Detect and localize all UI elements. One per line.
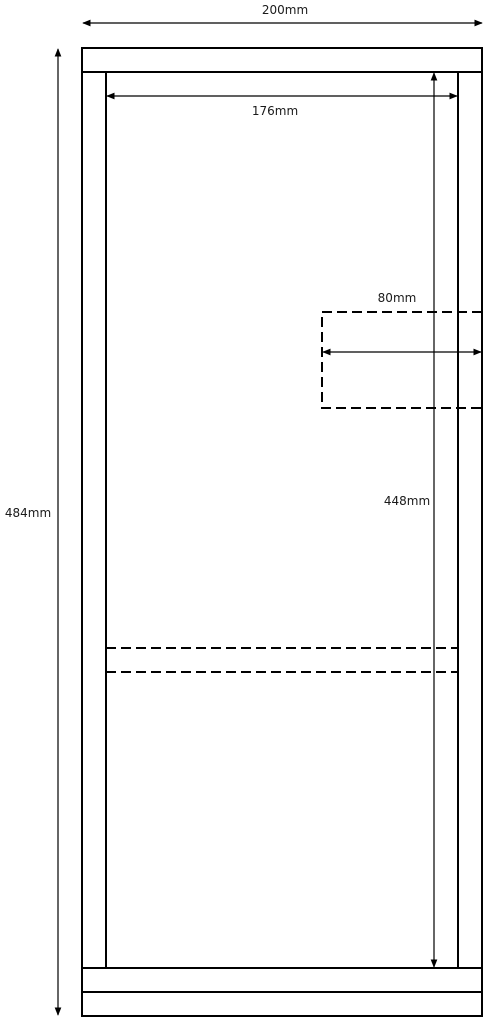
outer-width-label: 200mm — [262, 3, 308, 17]
inner-height-label: 448mm — [384, 494, 430, 508]
dashed-opening — [321, 311, 482, 409]
outer-frame — [81, 47, 483, 1017]
opening-width-label: 80mm — [378, 291, 417, 305]
outer-height-label: 484mm — [5, 506, 51, 520]
inner-width-label: 176mm — [252, 104, 298, 118]
